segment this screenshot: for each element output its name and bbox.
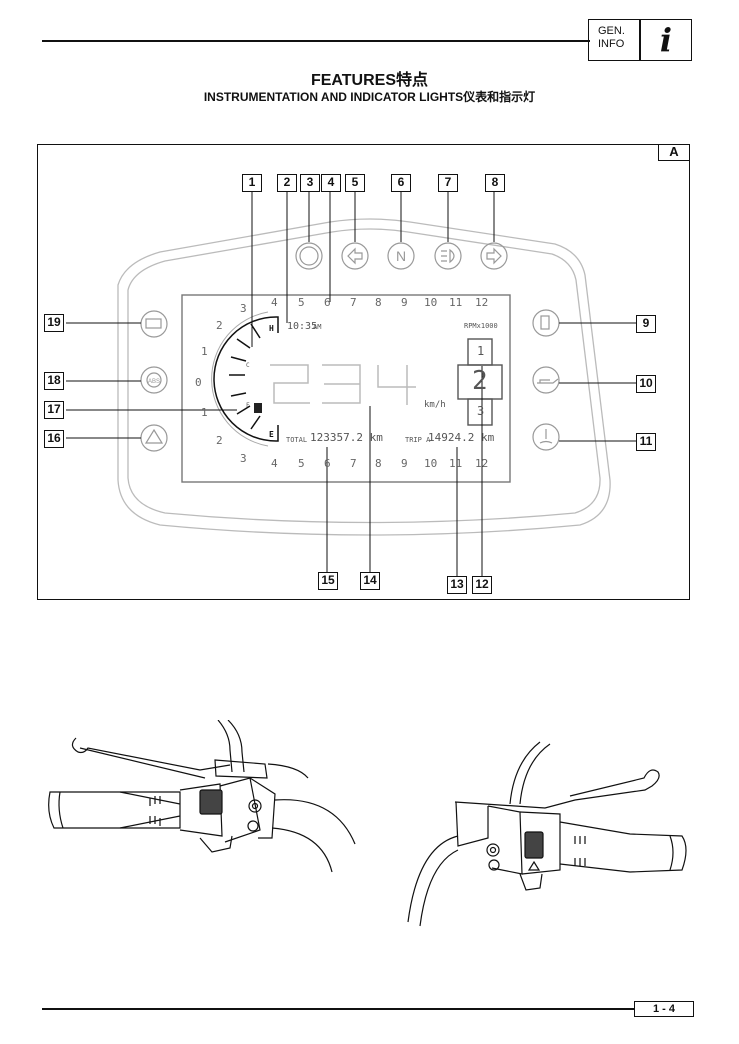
clock: 10:35 bbox=[287, 321, 318, 332]
total-value: 123357.2 km bbox=[310, 431, 383, 444]
callout-11: 11 bbox=[636, 433, 656, 451]
rpm-tick-bottom-5: 9 bbox=[401, 457, 408, 470]
rpm-tick-top-0: 4 bbox=[271, 296, 278, 309]
callout-5: 5 bbox=[345, 174, 365, 192]
fuel-icon bbox=[254, 403, 262, 413]
callout-7: 7 bbox=[438, 174, 458, 192]
left-scale-tick-0: 3 bbox=[240, 302, 247, 315]
rpm-tick-top-6: 10 bbox=[424, 296, 438, 309]
callout-18: 18 bbox=[44, 372, 64, 390]
callout-16: 16 bbox=[44, 430, 64, 448]
neutral-icon: N bbox=[396, 248, 406, 264]
footer-rule bbox=[42, 1008, 634, 1010]
left-scale-tick-2: 1 bbox=[201, 345, 208, 358]
rpm-tick-bottom-4: 8 bbox=[375, 457, 382, 470]
callout-8: 8 bbox=[485, 174, 505, 192]
info-icon-box bbox=[640, 19, 692, 61]
gen-info-label: GEN. INFO bbox=[598, 25, 625, 50]
callout-6: 6 bbox=[391, 174, 411, 192]
left-scale-tick-4: 1 bbox=[201, 406, 208, 419]
rpm-tick-bottom-2: 6 bbox=[324, 457, 331, 470]
fuel-full-label: F bbox=[246, 402, 250, 409]
rpm-tick-top-4: 8 bbox=[375, 296, 382, 309]
page-title: FEATURES特点 bbox=[310, 72, 429, 89]
fuel-empty-label: E bbox=[269, 430, 274, 439]
callout-15: 15 bbox=[318, 572, 338, 590]
callout-13: 13 bbox=[447, 576, 467, 594]
rpm-tick-bottom-3: 7 bbox=[350, 457, 357, 470]
trip-value: 14924.2 km bbox=[428, 431, 495, 444]
rpm-tick-top-1: 5 bbox=[298, 296, 305, 309]
rpm-tick-bottom-6: 10 bbox=[424, 457, 438, 470]
temp-cold-label: C bbox=[246, 362, 250, 369]
rpm-tick-bottom-1: 5 bbox=[298, 457, 305, 470]
rpm-tick-top-2: 6 bbox=[324, 296, 331, 309]
callout-4: 4 bbox=[321, 174, 341, 192]
rpm-tick-top-7: 11 bbox=[449, 296, 463, 309]
callout-10: 10 bbox=[636, 375, 656, 393]
callout-3: 3 bbox=[300, 174, 320, 192]
left-scale-tick-5: 2 bbox=[216, 434, 223, 447]
callout-2: 2 bbox=[277, 174, 297, 192]
right-handlebar-drawing bbox=[407, 741, 687, 927]
speed-readout: 234 bbox=[258, 350, 370, 423]
rpm-tick-top-5: 9 bbox=[401, 296, 408, 309]
callout-19: 19 bbox=[44, 314, 64, 332]
figure-letter: A bbox=[658, 144, 690, 161]
gen-info-box bbox=[588, 19, 640, 61]
left-scale-tick-3: 0 bbox=[195, 376, 202, 389]
callout-17: 17 bbox=[44, 401, 64, 419]
speed-unit: km/h bbox=[424, 400, 446, 410]
rpm-unit: RPMx1000 bbox=[464, 322, 498, 330]
trip-label: TRIP A bbox=[405, 436, 431, 444]
abs-icon: ABS bbox=[148, 379, 160, 385]
rpm-tick-bottom-7: 11 bbox=[449, 457, 463, 470]
rpm-tick-bottom-0: 4 bbox=[271, 457, 278, 470]
rpm-tick-bottom-8: 12 bbox=[475, 457, 489, 470]
figure-frame bbox=[37, 144, 690, 600]
left-scale-tick-6: 3 bbox=[240, 452, 247, 465]
left-scale-tick-1: 2 bbox=[216, 319, 223, 332]
clock-suffix: AM bbox=[313, 323, 322, 331]
left-handlebar-drawing bbox=[48, 720, 356, 873]
info-icon: i bbox=[659, 21, 673, 59]
callout-12: 12 bbox=[472, 576, 492, 594]
page-number: 1 - 4 bbox=[634, 1001, 694, 1017]
header-rule bbox=[42, 40, 590, 42]
temp-high-label: H bbox=[269, 324, 274, 333]
gear-current: 2 bbox=[472, 366, 488, 396]
rpm-tick-top-8: 12 bbox=[475, 296, 489, 309]
rpm-tick-top-3: 7 bbox=[350, 296, 357, 309]
page-subtitle: INSTRUMENTATION AND INDICATOR LIGHTS仪表和指… bbox=[203, 90, 536, 104]
gear-next: 3 bbox=[477, 404, 485, 418]
callout-9: 9 bbox=[636, 315, 656, 333]
callout-14: 14 bbox=[360, 572, 380, 590]
total-label: TOTAL bbox=[286, 436, 308, 444]
callout-1: 1 bbox=[242, 174, 262, 192]
gear-prev: 1 bbox=[477, 344, 485, 358]
